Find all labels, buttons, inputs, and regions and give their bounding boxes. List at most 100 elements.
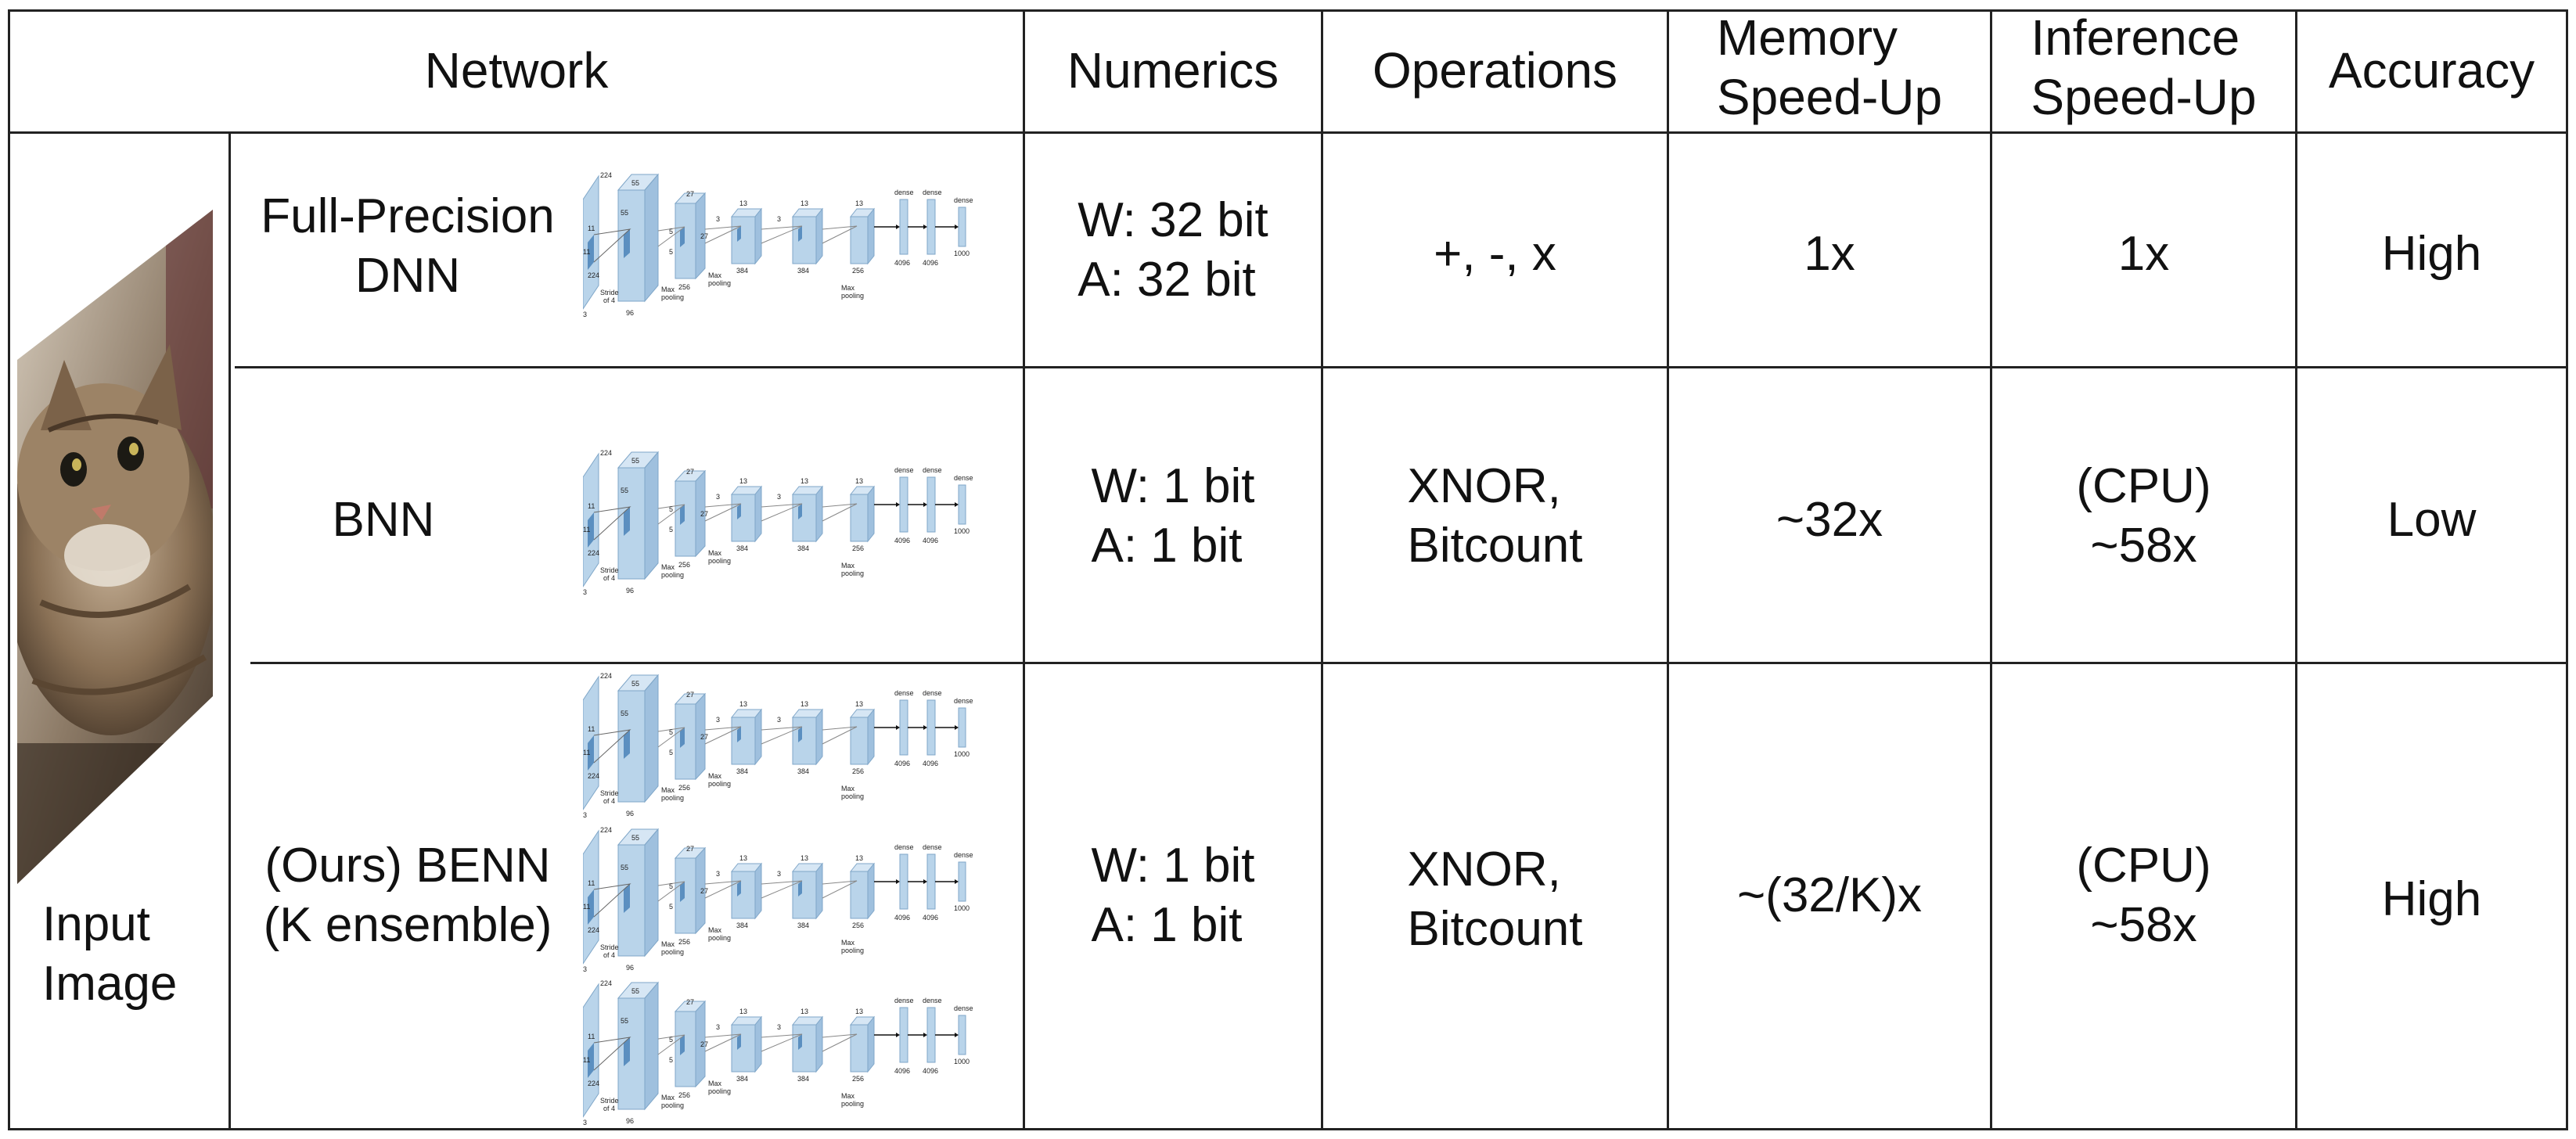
- diagram-label-5-a: 5: [669, 228, 673, 235]
- diagram-label-11-b: 11: [583, 526, 590, 534]
- diagram-label-55-side: 55: [621, 487, 628, 494]
- diagram-label-55-top: 55: [631, 457, 639, 465]
- diagram-label-3: 3: [583, 311, 587, 317]
- diagram-label-1000: 1000: [954, 904, 970, 912]
- diagram-label-384-b: 384: [797, 922, 809, 929]
- diagram-label-stride-1: Stride: [600, 943, 619, 951]
- diagram-label-224-top: 224: [600, 672, 612, 680]
- diagram-label-dense-1: dense: [894, 466, 914, 474]
- diagram-label-maxpool-3b: pooling: [841, 947, 864, 954]
- header-network-label: Network: [424, 42, 609, 99]
- table-right-border: [2566, 9, 2568, 1130]
- diagram-label-256-a: 256: [678, 1091, 690, 1099]
- diagram-label-dense-1: dense: [894, 189, 914, 196]
- row2-numerics-w: W: 1 bit: [1091, 459, 1255, 514]
- diagram-label-13-b: 13: [801, 199, 808, 207]
- diagram-label-13-b: 13: [801, 854, 808, 862]
- header-numerics-label: Numerics: [1067, 42, 1279, 99]
- row1-numerics-a: A: 32 bit: [1078, 253, 1256, 307]
- diagram-label-13-a: 13: [739, 477, 747, 485]
- row3-inference: (CPU) ~58x: [1992, 821, 2295, 970]
- diagram-label-maxpool-2a: Max: [708, 926, 722, 934]
- header-memory-line1: Memory: [1716, 9, 1898, 66]
- row1-numerics-w: W: 32 bit: [1078, 193, 1268, 248]
- diagram-label-256-b: 256: [852, 267, 864, 275]
- header-operations-label: Operations: [1372, 42, 1618, 99]
- row1-memory: 1x: [1669, 188, 1990, 321]
- diagram-label-384-a: 384: [736, 767, 748, 775]
- diagram-label-maxpool-2a: Max: [708, 772, 722, 780]
- row2-numerics: W: 1 bit A: 1 bit: [1025, 446, 1321, 587]
- row2-memory: ~32x: [1669, 454, 1990, 587]
- diagram-label-27-side: 27: [700, 232, 708, 240]
- diagram-benn-2: 224 11 11 224 3 Stride of 4 55 55 96 5 5…: [582, 823, 1006, 976]
- row3-network-line2: (K ensemble): [263, 898, 552, 952]
- diagram-label-27-top: 27: [686, 691, 694, 699]
- diagram-label-3-b: 3: [777, 870, 781, 878]
- diagram-label-4096-a: 4096: [894, 1067, 910, 1075]
- row2-operations: XNOR, Bitcount: [1323, 446, 1667, 587]
- diagram-label-3: 3: [583, 588, 587, 595]
- diagram-label-maxpool-3b: pooling: [841, 792, 864, 800]
- row2-numerics-a: A: 1 bit: [1091, 519, 1243, 573]
- diagram-label-maxpool-3a: Max: [841, 562, 855, 570]
- diagram-label-13-c: 13: [855, 477, 863, 485]
- diagram-label-96: 96: [626, 587, 634, 595]
- diagram-label-dense-1: dense: [894, 997, 914, 1004]
- diagram-label-96: 96: [626, 1117, 634, 1125]
- header-accuracy: Accuracy: [2297, 11, 2566, 131]
- row1-numerics: W: 32 bit A: 32 bit: [1025, 180, 1321, 321]
- diagram-label-dense-3: dense: [954, 474, 973, 482]
- diagram-label-13-a: 13: [739, 854, 747, 862]
- diagram-label-stride-1: Stride: [600, 289, 619, 296]
- diagram-label-256-a: 256: [678, 283, 690, 291]
- diagram-label-dense-3: dense: [954, 851, 973, 859]
- diagram-label-maxpool-2a: Max: [708, 1080, 722, 1087]
- input-cat-image: [17, 210, 213, 884]
- diagram-label-stride-2: of 4: [603, 1105, 615, 1112]
- diagram-label-384-a: 384: [736, 922, 748, 929]
- row2-network-label: BNN: [266, 454, 501, 587]
- diagram-label-maxpool-1b: pooling: [661, 948, 684, 956]
- diagram-label-maxpool-3b: pooling: [841, 292, 864, 300]
- network-architecture-diagram: 224 11 11 224 3 Stride of 4 55 55 96 5 5…: [582, 672, 973, 819]
- diagram-label-96: 96: [626, 964, 634, 972]
- diagram-label-11-b: 11: [583, 1056, 590, 1064]
- diagram-label-384-a: 384: [736, 1075, 748, 1083]
- diagram-label-5-a: 5: [669, 728, 673, 736]
- header-memory-line2: Speed-Up: [1716, 69, 1943, 125]
- diagram-label-11-b: 11: [583, 248, 590, 256]
- diagram-label-11-a: 11: [588, 879, 595, 887]
- diagram-label-4096-a: 4096: [894, 760, 910, 767]
- diagram-label-55-side: 55: [621, 209, 628, 217]
- diagram-label-11-b: 11: [583, 903, 590, 911]
- row2-accuracy: Low: [2297, 454, 2566, 587]
- diagram-label-27-side: 27: [700, 510, 708, 518]
- diagram-label-55-top: 55: [631, 834, 639, 842]
- input-label-line2: Image: [42, 957, 178, 1011]
- diagram-label-dense-1: dense: [894, 689, 914, 697]
- table-left-border: [8, 9, 10, 1130]
- diagram-label-55-side: 55: [621, 710, 628, 717]
- network-architecture-diagram: 224 11 11 224 3 Stride of 4 55 55 96 5 5…: [582, 979, 973, 1126]
- diagram-label-27-side: 27: [700, 733, 708, 741]
- diagram-label-27-side: 27: [700, 887, 708, 895]
- row1-network-label: Full-Precision DNN: [232, 176, 584, 317]
- diagram-label-384-b: 384: [797, 1075, 809, 1083]
- diagram-label-maxpool-1a: Max: [661, 940, 675, 948]
- row2-operations-line1: XNOR,: [1407, 459, 1561, 514]
- network-architecture-diagram: 224 11 11 224 3 Stride of 4 55 55 96 5 5…: [582, 826, 973, 973]
- diagram-label-4096-a: 4096: [894, 914, 910, 922]
- diagram-label-224-side: 224: [588, 271, 599, 279]
- diagram-label-5-a: 5: [669, 505, 673, 513]
- diagram-label-maxpool-3a: Max: [841, 284, 855, 292]
- diagram-label-5-a: 5: [669, 882, 673, 890]
- diagram-label-4096-b: 4096: [923, 760, 938, 767]
- row3-operations: XNOR, Bitcount: [1323, 825, 1667, 974]
- row3-numerics: W: 1 bit A: 1 bit: [1025, 821, 1321, 970]
- diagram-label-224-top: 224: [600, 171, 612, 179]
- header-numerics: Numerics: [1025, 11, 1321, 131]
- diagram-label-384-b: 384: [797, 544, 809, 552]
- diagram-label-stride-2: of 4: [603, 797, 615, 805]
- diagram-label-3-a: 3: [716, 870, 720, 878]
